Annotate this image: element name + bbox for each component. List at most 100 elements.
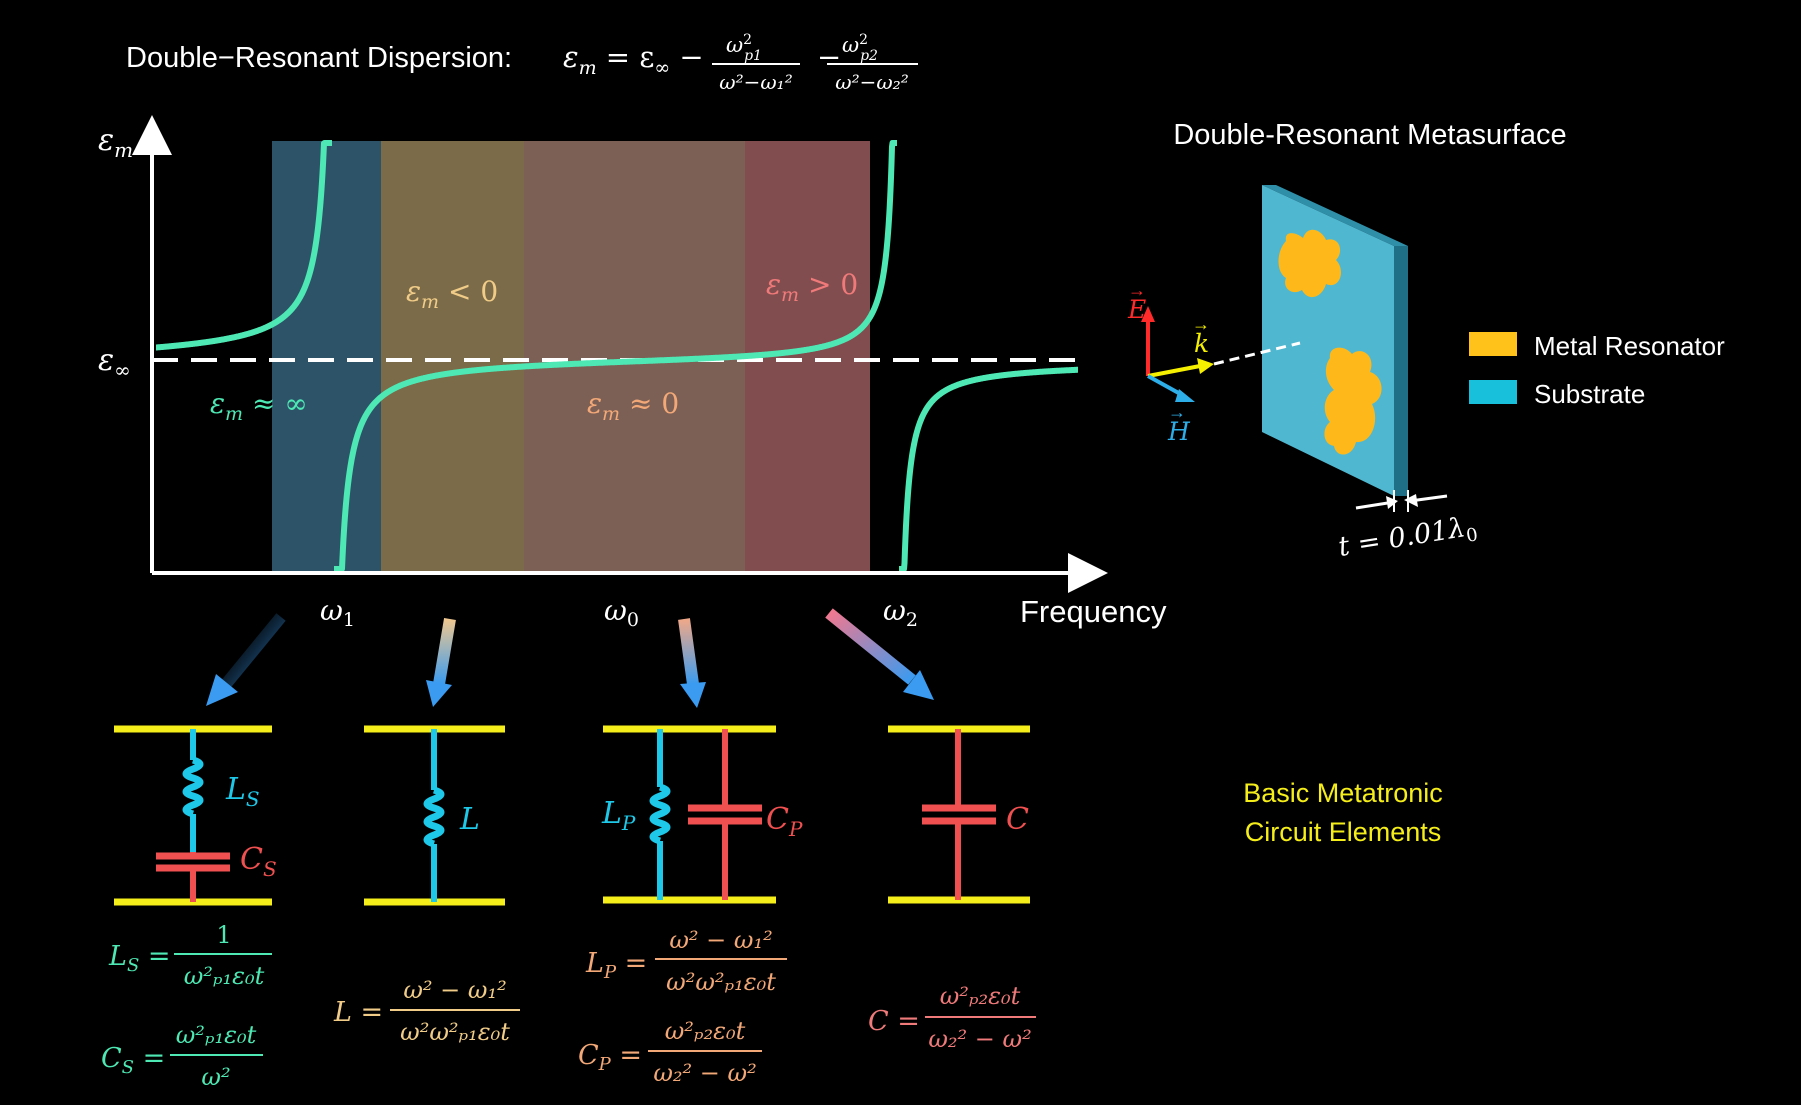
circuit-elements: LS CS L LP CP bbox=[101, 725, 1443, 1091]
h-field-label: H bbox=[1167, 417, 1191, 446]
region-band-near-infinite bbox=[272, 141, 381, 573]
tick-omega-1: ω1 bbox=[320, 594, 355, 631]
e-field-label: E bbox=[1127, 295, 1146, 324]
capacitor-c-num: ω²ₚ₂ε₀t bbox=[940, 982, 1021, 1010]
capacitor-c-lhs: C = bbox=[868, 1006, 920, 1037]
region-band-negative bbox=[381, 141, 524, 573]
title-minus-1: − bbox=[670, 40, 704, 74]
pointer-arrowhead-capacitor bbox=[903, 670, 934, 700]
circuit-inductor: L bbox=[364, 725, 505, 906]
inductor-label: L bbox=[459, 802, 480, 837]
region-label-positive: εm > 0 bbox=[766, 268, 858, 306]
region-label-negative: εm < 0 bbox=[406, 275, 498, 313]
circuit-caption-line-1: Basic Metatronic bbox=[1243, 778, 1443, 808]
legend-label-metal-resonator: Metal Resonator bbox=[1534, 331, 1725, 361]
k-vector-label: k bbox=[1194, 329, 1209, 358]
title-sub-inf: ∞ bbox=[654, 57, 670, 79]
pointer-arrow-series bbox=[221, 613, 286, 688]
series-cs-den: ω² bbox=[201, 1063, 230, 1091]
legend-label-substrate: Substrate bbox=[1534, 379, 1645, 409]
parallel-lp-num: ω² − ω₁² bbox=[669, 926, 772, 954]
pointer-arrowhead-series bbox=[206, 674, 238, 706]
title-sub-m: m bbox=[579, 57, 597, 79]
region-label-near-zero: εm ≈ 0 bbox=[587, 387, 679, 425]
title-term2-den: ω²−ω₂² bbox=[835, 70, 908, 94]
pointer-arrowhead-inductor bbox=[426, 680, 452, 707]
thickness-arrowhead-right bbox=[1404, 494, 1418, 507]
parallel-cp-lhs: CP = bbox=[578, 1040, 642, 1075]
pointer-arrowhead-parallel bbox=[680, 682, 706, 708]
pointer-arrow-inductor bbox=[433, 617, 456, 686]
title-term1-den: ω²−ω₁² bbox=[719, 70, 792, 94]
y-axis-label: εm bbox=[98, 123, 133, 162]
pointer-arrow-capacitor bbox=[825, 608, 916, 685]
x-axis-label: Frequency bbox=[1020, 594, 1167, 629]
circuit-parallel-lc: LP CP bbox=[601, 725, 803, 904]
parallel-lp-lhs: LP = bbox=[585, 948, 647, 983]
h-field-vector-mark: → bbox=[1168, 402, 1186, 422]
metal-resonator-bottom bbox=[1324, 347, 1382, 455]
tick-omega-0: ω0 bbox=[604, 594, 639, 631]
svg-text:Double−Resonant Dispersion:: Double−Resonant Dispersion: bbox=[126, 42, 512, 74]
series-inductor-coil bbox=[182, 756, 204, 818]
series-capacitor-label: CS bbox=[240, 842, 277, 881]
series-ls-den: ω²ₚ₁ε₀t bbox=[184, 962, 265, 990]
capacitor-formulas: C = ω²ₚ₂ε₀t ω₂² − ω² bbox=[868, 982, 1036, 1053]
substrate-top-edge bbox=[1262, 185, 1408, 246]
circuit-caption-line-2: Circuit Elements bbox=[1245, 817, 1442, 847]
dispersion-title: Double−Resonant Dispersion: εm = ε∞ − ω2… bbox=[126, 32, 918, 94]
k-vector-mark: → bbox=[1192, 314, 1210, 334]
k-vector-arrow bbox=[1147, 364, 1201, 378]
title-epsilon-m: ε bbox=[563, 40, 579, 74]
parallel-formulas: LP = ω² − ω₁² ω²ω²ₚ₁ε₀t CP = ω²ₚ₂ε₀t ω₂²… bbox=[578, 926, 787, 1087]
metasurface-title: Double-Resonant Metasurface bbox=[1173, 119, 1566, 151]
thickness-arrowhead-left bbox=[1386, 496, 1398, 509]
legend-swatch-substrate bbox=[1469, 380, 1517, 404]
inductor-formulas: L = ω² − ω₁² ω²ω²ₚ₁ε₀t bbox=[333, 976, 520, 1046]
substrate-side-edge bbox=[1394, 246, 1408, 496]
title-equals: = ε bbox=[597, 40, 655, 74]
region-pointer-arrows bbox=[206, 608, 934, 708]
e-field-vector-mark: → bbox=[1128, 280, 1146, 300]
inductor-l-den: ω²ω²ₚ₁ε₀t bbox=[400, 1018, 510, 1046]
epsilon-infinity-label: ε∞ bbox=[98, 343, 131, 382]
circuit-series-lc: LS CS bbox=[114, 725, 277, 906]
parallel-capacitor-label: CP bbox=[766, 802, 803, 841]
parallel-lp-den: ω²ω²ₚ₁ε₀t bbox=[666, 968, 776, 996]
parallel-cp-num: ω²ₚ₂ε₀t bbox=[665, 1017, 746, 1045]
series-formulas: LS = 1 ω²ₚ₁ε₀t CS = ω²ₚ₁ε₀t ω² bbox=[101, 921, 272, 1091]
e-field-arrowhead bbox=[1141, 306, 1155, 322]
dispersion-curve bbox=[153, 140, 1081, 572]
title-minus-2: − bbox=[817, 40, 841, 74]
parallel-inductor-coil bbox=[649, 783, 671, 845]
series-ls-lhs: LS = bbox=[108, 941, 171, 976]
inductor-l-num: ω² − ω₁² bbox=[403, 976, 506, 1004]
svg-text:εm = ε∞ −: εm = ε∞ − bbox=[563, 40, 704, 79]
region-label-near-infinite: εm ≈ ∞ bbox=[210, 387, 308, 425]
inductor-l-lhs: L = bbox=[333, 997, 383, 1028]
series-ls-num: 1 bbox=[216, 921, 231, 949]
series-inductor-label: LS bbox=[225, 772, 260, 811]
parallel-cp-den: ω₂² − ω² bbox=[653, 1059, 756, 1087]
title-text: Double−Resonant Dispersion: bbox=[126, 42, 512, 74]
h-field-arrowhead bbox=[1175, 389, 1195, 402]
circuit-capacitor: C bbox=[888, 725, 1030, 904]
thickness-label: t = 0.01λ0 bbox=[1336, 510, 1479, 566]
parallel-inductor-label: LP bbox=[601, 796, 636, 835]
metal-resonator-top bbox=[1278, 229, 1341, 298]
metasurface-panel: Double-Resonant Metasurface E → k → H → … bbox=[1127, 119, 1725, 566]
capacitor-c-den: ω₂² − ω² bbox=[928, 1025, 1031, 1053]
inductor-coil bbox=[423, 786, 445, 848]
incident-wave-dashed-line bbox=[1213, 341, 1301, 366]
pointer-arrow-parallel bbox=[678, 618, 699, 685]
series-cs-num: ω²ₚ₁ε₀t bbox=[176, 1021, 257, 1049]
k-vector-arrowhead bbox=[1197, 358, 1214, 374]
dispersion-plot: εm ε∞ Frequency ω1 ω0 ω2 εm ≈ ∞ εm < 0 ε… bbox=[98, 115, 1167, 631]
tick-omega-2: ω2 bbox=[883, 594, 918, 631]
legend-swatch-metal-resonator bbox=[1469, 332, 1517, 356]
series-cs-lhs: CS = bbox=[101, 1043, 165, 1078]
capacitor-label: C bbox=[1006, 802, 1029, 837]
